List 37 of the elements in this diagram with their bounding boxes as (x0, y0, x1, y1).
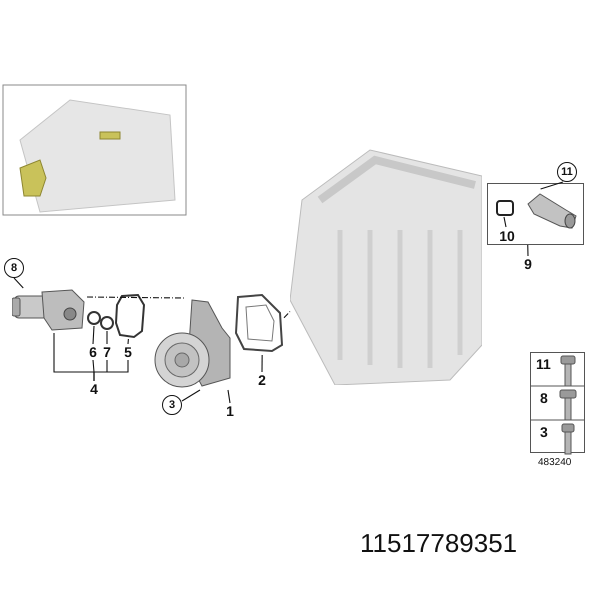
water-pump-drawing (152, 298, 232, 390)
callout-number: 8 (4, 258, 24, 278)
callout-number: 2 (255, 372, 269, 388)
leader-line (503, 216, 507, 228)
callout-number: 7 (100, 344, 114, 360)
callout-number: 4 (87, 381, 101, 397)
callout-number: 5 (121, 344, 135, 360)
center-line (87, 296, 184, 299)
pump-gasket-drawing (232, 293, 284, 355)
part-number: 3 (540, 424, 548, 440)
callout-number: 11 (557, 162, 577, 182)
leader-line (127, 338, 129, 344)
center-line (284, 311, 290, 318)
leader-line (182, 390, 200, 402)
callout-number: 10 (496, 228, 518, 242)
detail-frame (487, 183, 584, 245)
leader-line (92, 326, 95, 344)
callout-number: 6 (86, 344, 100, 360)
leader-line (14, 278, 24, 288)
gasket-drawing (114, 293, 146, 339)
leader-line (106, 331, 108, 344)
leader-line (540, 181, 564, 190)
leader-line (261, 355, 263, 372)
callout-number: 9 (521, 256, 535, 272)
callout-number: 1 (223, 403, 237, 419)
drawing-number: 483240 (538, 457, 572, 468)
leader-line (527, 244, 529, 256)
part-number: 8 (540, 390, 548, 406)
part-number: 11517789351 (360, 528, 518, 559)
thermostat-housing-drawing (12, 288, 87, 333)
o-ring-drawing (86, 310, 102, 326)
callout-number: 3 (162, 395, 182, 415)
leader-line (227, 390, 231, 404)
leader-line (93, 360, 129, 381)
o-ring-drawing (99, 315, 115, 331)
part-number: 11 (536, 356, 551, 372)
seal-drawing (494, 198, 516, 218)
